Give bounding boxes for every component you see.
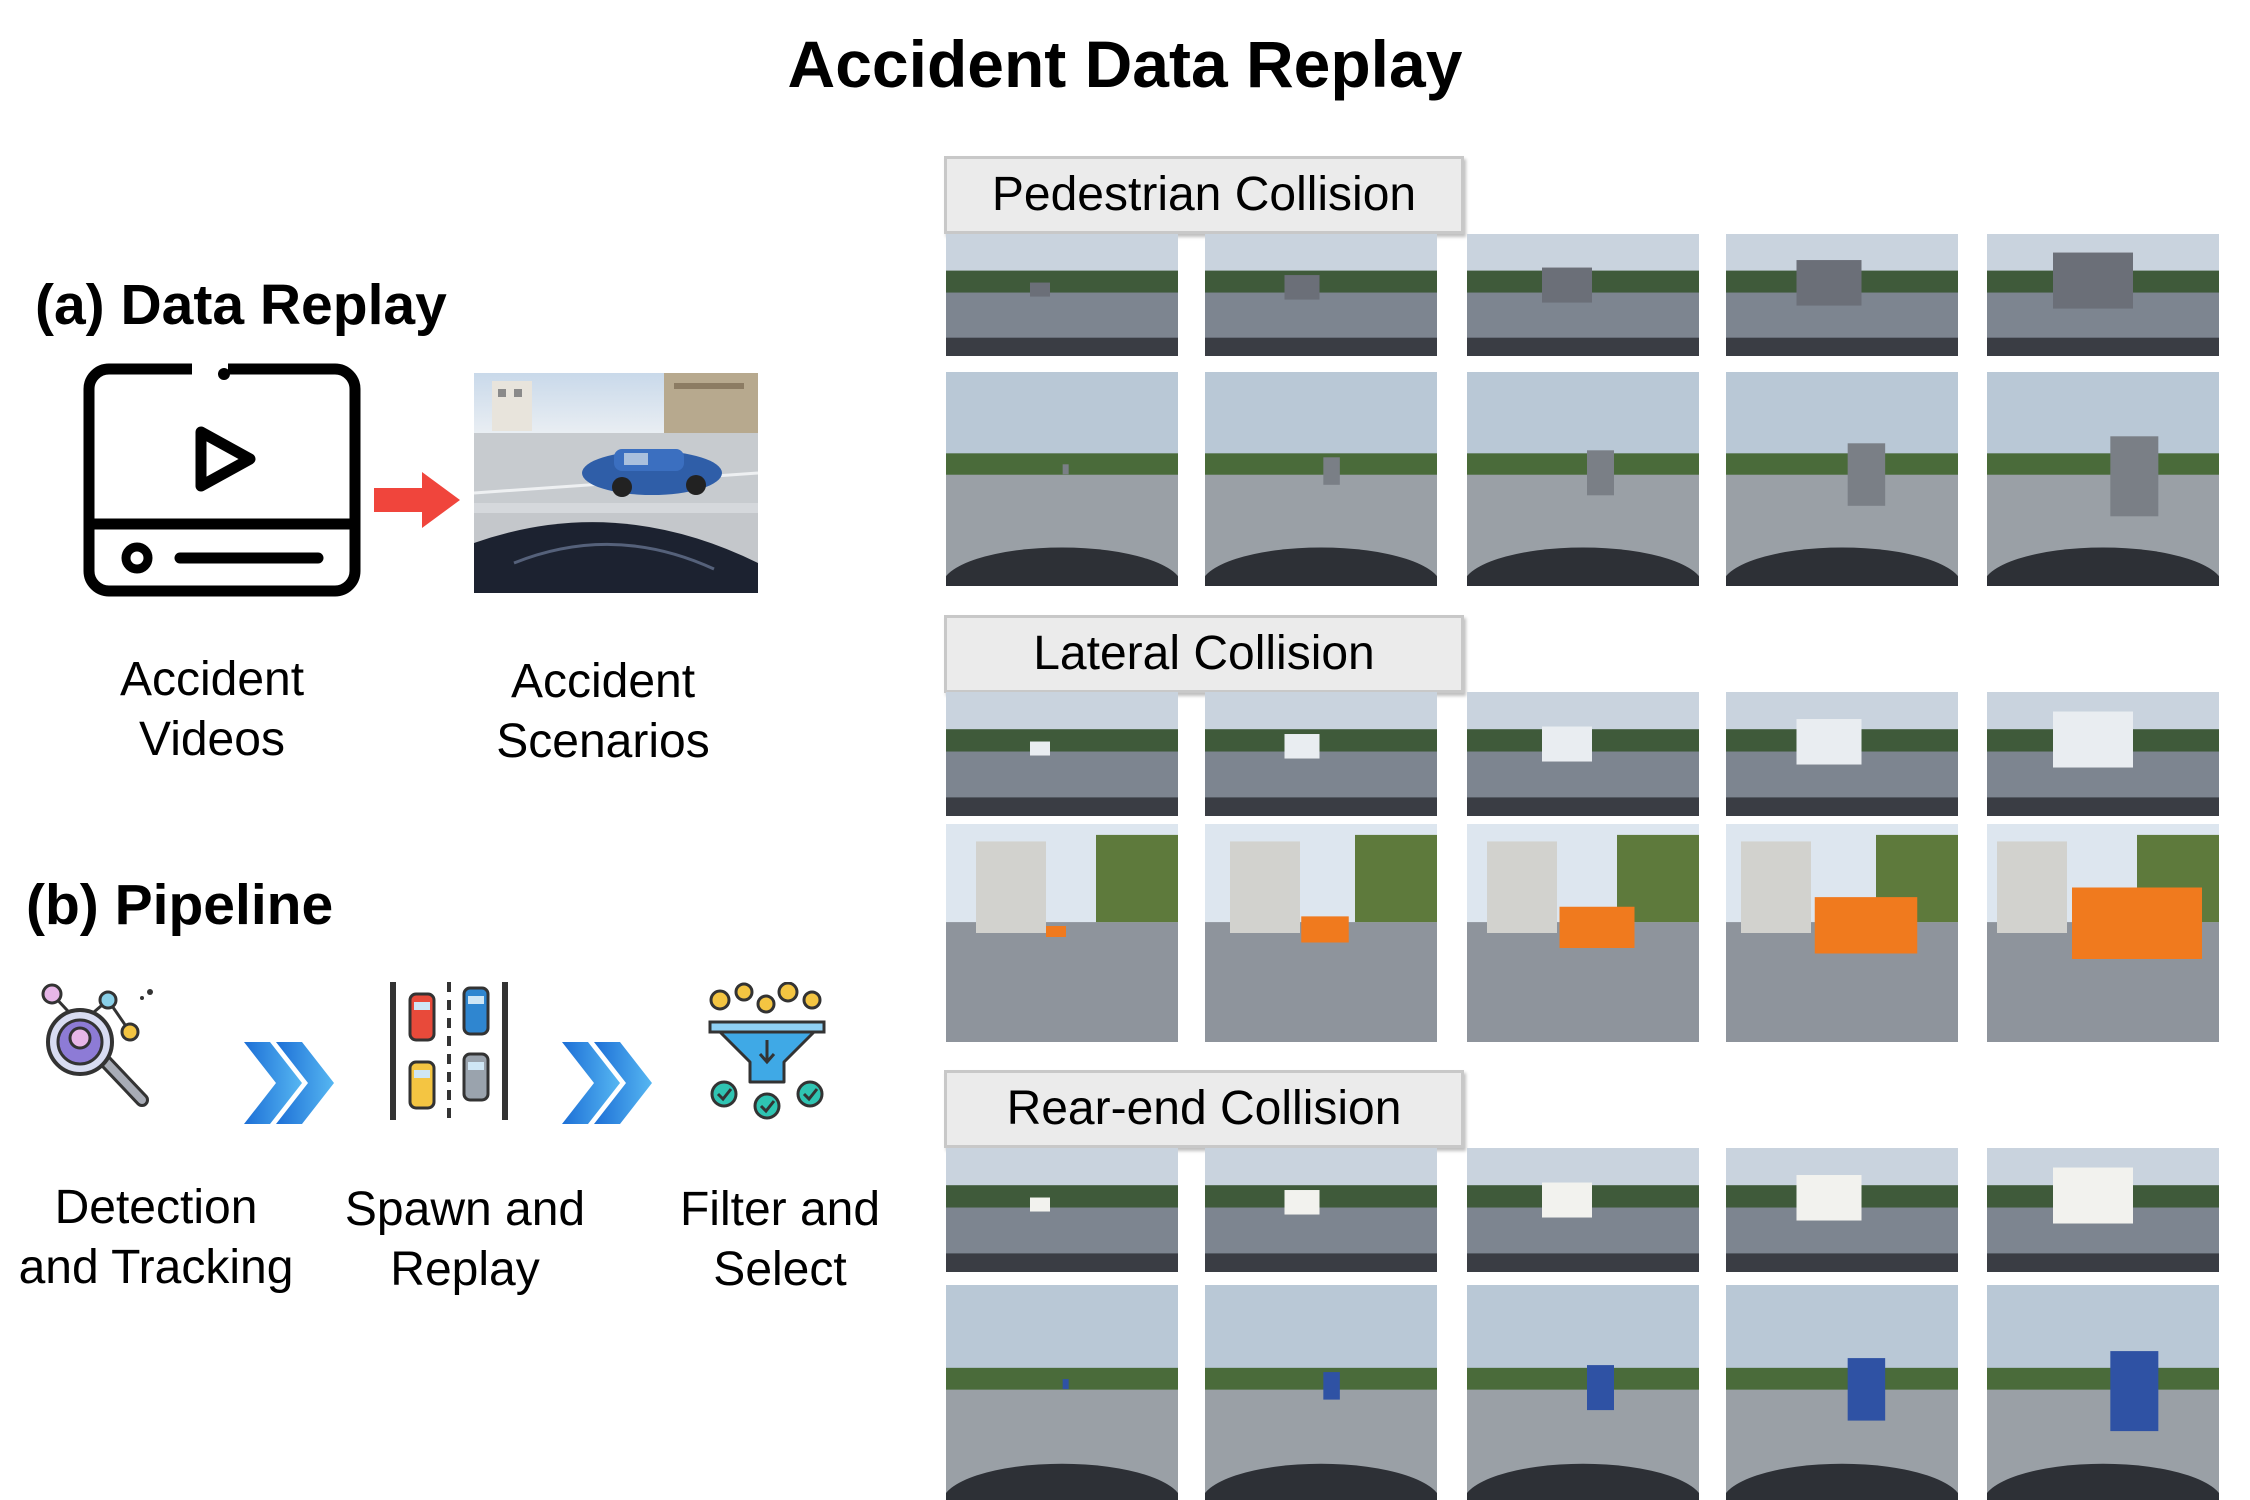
collision-frame-thumbnail [946, 692, 1178, 816]
collision-frame-thumbnail [1205, 1285, 1437, 1500]
category-label-rear-end: Rear-end Collision [944, 1070, 1464, 1148]
scenario-render-image [474, 373, 758, 593]
collision-frame-thumbnail [1726, 372, 1958, 586]
collision-frame-thumbnail [1726, 824, 1958, 1042]
video-player-icon [82, 362, 362, 598]
section-a-title: (a) Data Replay [35, 273, 447, 337]
accident-scenarios-caption: Accident Scenarios [496, 655, 710, 768]
collision-frame-thumbnail [1467, 372, 1699, 586]
category-label-pedestrian: Pedestrian Collision [944, 156, 1464, 234]
collision-frame-thumbnail [1726, 692, 1958, 816]
collision-frame-thumbnail [946, 1148, 1178, 1272]
chevron-double-right-icon [240, 1038, 340, 1128]
collision-frame-thumbnail [1987, 1285, 2219, 1500]
collision-frame-thumbnail [1205, 692, 1437, 816]
collision-frame-thumbnail [946, 234, 1178, 356]
collision-frame-thumbnail [1205, 1148, 1437, 1272]
filter-funnel-icon [704, 981, 830, 1122]
arrow-right-icon [372, 470, 462, 530]
collision-frame-thumbnail [1205, 234, 1437, 356]
collision-frame-thumbnail [946, 1285, 1178, 1500]
collision-frame-thumbnail [1987, 234, 2219, 356]
pipeline-step-caption: Spawn and Replay [344, 1183, 586, 1296]
collision-frame-thumbnail [1467, 692, 1699, 816]
collision-frame-thumbnail [946, 824, 1178, 1042]
collision-frame-thumbnail [1467, 824, 1699, 1042]
collision-frame-thumbnail [1467, 234, 1699, 356]
collision-frame-thumbnail [1987, 692, 2219, 816]
collision-frame-thumbnail [1726, 1148, 1958, 1272]
collision-frame-thumbnail [1467, 1285, 1699, 1500]
collision-frame-thumbnail [1467, 1148, 1699, 1272]
collision-frame-thumbnail [1987, 372, 2219, 586]
accident-videos-caption: Accident Videos [119, 653, 305, 766]
collision-frame-thumbnail [946, 372, 1178, 586]
collision-frame-thumbnail [1205, 824, 1437, 1042]
collision-frame-thumbnail [1205, 372, 1437, 586]
pipeline-step-caption: Detection and Tracking [18, 1181, 294, 1294]
collision-frame-thumbnail [1987, 1148, 2219, 1272]
collision-frame-thumbnail [1987, 824, 2219, 1042]
category-label-lateral: Lateral Collision [944, 615, 1464, 693]
collision-frame-thumbnail [1726, 1285, 1958, 1500]
traffic-lanes-icon [386, 978, 512, 1124]
pipeline-step-caption: Filter and Select [679, 1183, 881, 1296]
detection-tracking-icon [30, 980, 170, 1120]
section-b-title: (b) Pipeline [26, 873, 334, 937]
collision-frame-thumbnail [1726, 234, 1958, 356]
page-title: Accident Data Replay [787, 27, 1463, 101]
chevron-double-right-icon [558, 1038, 658, 1128]
